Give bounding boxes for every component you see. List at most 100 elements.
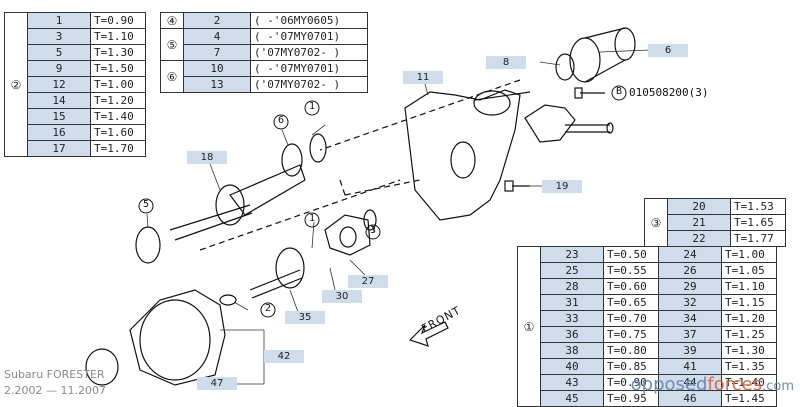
model-years: 2.2002 — 11.2007 — [4, 384, 106, 397]
table-part-cell: 20 — [667, 198, 731, 215]
callout-19: 19 — [542, 180, 582, 193]
table-thickness-cell: T=1.00 — [721, 246, 777, 263]
circle-mark-6 — [273, 114, 289, 130]
table-thickness-cell: T=1.10 — [90, 28, 146, 45]
table-part-cell: 2 — [183, 12, 251, 29]
circle-mark-5-label: 5 — [143, 199, 150, 210]
table-thickness-cell: T=1.15 — [721, 294, 777, 311]
table-part-cell: 21 — [667, 214, 731, 231]
callout-42: 42 — [264, 350, 304, 363]
bearing-part — [281, 143, 303, 177]
circle-mark-1a-label: 1 — [309, 101, 316, 112]
table-part-cell: 33 — [540, 310, 604, 327]
table-thickness-cell: T=1.10 — [721, 278, 777, 295]
table-part-cell: 32 — [658, 294, 722, 311]
table-code-cell: ( -'06MY0605) — [250, 12, 368, 29]
table-thickness-cell: T=1.53 — [730, 198, 786, 215]
table-thickness-cell: T=1.77 — [730, 230, 786, 247]
table-thickness-cell: T=0.55 — [603, 262, 659, 279]
table-thickness-cell: T=1.20 — [721, 310, 777, 327]
roller-bearing-part — [135, 226, 161, 264]
circle-mark-2-label: 2 — [265, 303, 272, 314]
table-thickness-cell: T=0.65 — [603, 294, 659, 311]
table-thickness-cell: T=1.25 — [721, 326, 777, 343]
table-part-cell: 15 — [27, 108, 91, 125]
circle-mark-b — [611, 85, 627, 101]
table-part-cell: 16 — [27, 124, 91, 141]
table-group-symbol: ④ — [160, 12, 184, 29]
table-part-cell: 38 — [540, 342, 604, 359]
table-part-cell: 22 — [667, 230, 731, 247]
bolt-spec-note: 010508200(3) — [629, 86, 709, 99]
table-group-symbol: ② — [4, 12, 28, 157]
table-part-cell: 13 — [183, 76, 251, 93]
table-thickness-cell: T=0.90 — [90, 12, 146, 29]
circle-mark-b-label: B — [616, 86, 623, 97]
table-part-cell: 14 — [27, 92, 91, 109]
brand-part2: forces — [707, 374, 763, 395]
washer-2-part — [219, 294, 237, 306]
table-part-cell: 24 — [658, 246, 722, 263]
table-thickness-cell: T=1.70 — [90, 140, 146, 157]
assembly-guide-lines — [199, 79, 521, 251]
table-thickness-cell: T=1.60 — [90, 124, 146, 141]
brand-part3: .com — [762, 379, 794, 394]
callout-18: 18 — [187, 151, 227, 164]
table-thickness-cell: T=1.05 — [721, 262, 777, 279]
table-thickness-cell: T=1.30 — [721, 342, 777, 359]
table-thickness-cell: T=0.70 — [603, 310, 659, 327]
table-thickness-cell: T=1.00 — [90, 76, 146, 93]
table-thickness-cell: T=0.80 — [603, 342, 659, 359]
table-part-cell: 41 — [658, 358, 722, 375]
circle-mark-1b-label: 1 — [309, 213, 316, 224]
snap-ring-part — [309, 133, 327, 163]
table-part-cell: 5 — [27, 44, 91, 61]
table-part-cell: 3 — [27, 28, 91, 45]
table-part-cell: 17 — [27, 140, 91, 157]
pinion-gear-part — [249, 247, 305, 299]
brand-part1: opposed — [630, 374, 708, 395]
table-group-symbol: ⑤ — [160, 28, 184, 61]
table-part-cell: 45 — [540, 390, 604, 407]
table-part-cell: 31 — [540, 294, 604, 311]
table-code-cell: ( -'07MY0701) — [250, 60, 368, 77]
table-part-cell: 10 — [183, 60, 251, 77]
table-group-symbol: ⑥ — [160, 60, 184, 93]
table-part-cell: 29 — [658, 278, 722, 295]
table-thickness-cell: T=0.75 — [603, 326, 659, 343]
table-thickness-cell: T=1.50 — [90, 60, 146, 77]
circle-mark-3 — [365, 224, 381, 240]
table-thickness-cell: T=0.50 — [603, 246, 659, 263]
callout-6: 6 — [648, 44, 688, 57]
table-code-cell: ('07MY0702- ) — [250, 44, 368, 61]
circle-mark-5 — [138, 198, 154, 214]
callout-27: 27 — [348, 275, 388, 288]
table-thickness-cell: T=0.60 — [603, 278, 659, 295]
table-part-cell: 43 — [540, 374, 604, 391]
bolt-part — [504, 180, 530, 192]
drive-pinion-shaft-part — [169, 164, 306, 241]
extension-housing-part — [404, 89, 531, 221]
table-part-cell: 37 — [658, 326, 722, 343]
table-part-cell: 25 — [540, 262, 604, 279]
sleeve-part — [569, 27, 636, 83]
oil-seal-part — [555, 53, 575, 81]
watermark-brand[interactable]: opposedforces.com — [631, 374, 794, 395]
table-thickness-cell: T=0.90 — [603, 374, 659, 391]
snap-ring-3-part — [363, 209, 377, 231]
circle-mark-1a — [304, 100, 320, 116]
circle-mark-2 — [260, 302, 276, 318]
model-name: Subaru FORESTER — [4, 368, 105, 381]
table-part-cell: 7 — [183, 44, 251, 61]
callout-8: 8 — [486, 56, 526, 69]
table-group-symbol: ① — [517, 246, 541, 407]
bearing-retainer-part — [324, 214, 371, 256]
table-thickness-cell: T=1.20 — [90, 92, 146, 109]
table-thickness-cell: T=0.85 — [603, 358, 659, 375]
circle-mark-6-label: 6 — [278, 115, 285, 126]
table-part-cell: 26 — [658, 262, 722, 279]
table-code-cell: ( -'07MY0701) — [250, 28, 368, 45]
table-thickness-cell: T=1.65 — [730, 214, 786, 231]
